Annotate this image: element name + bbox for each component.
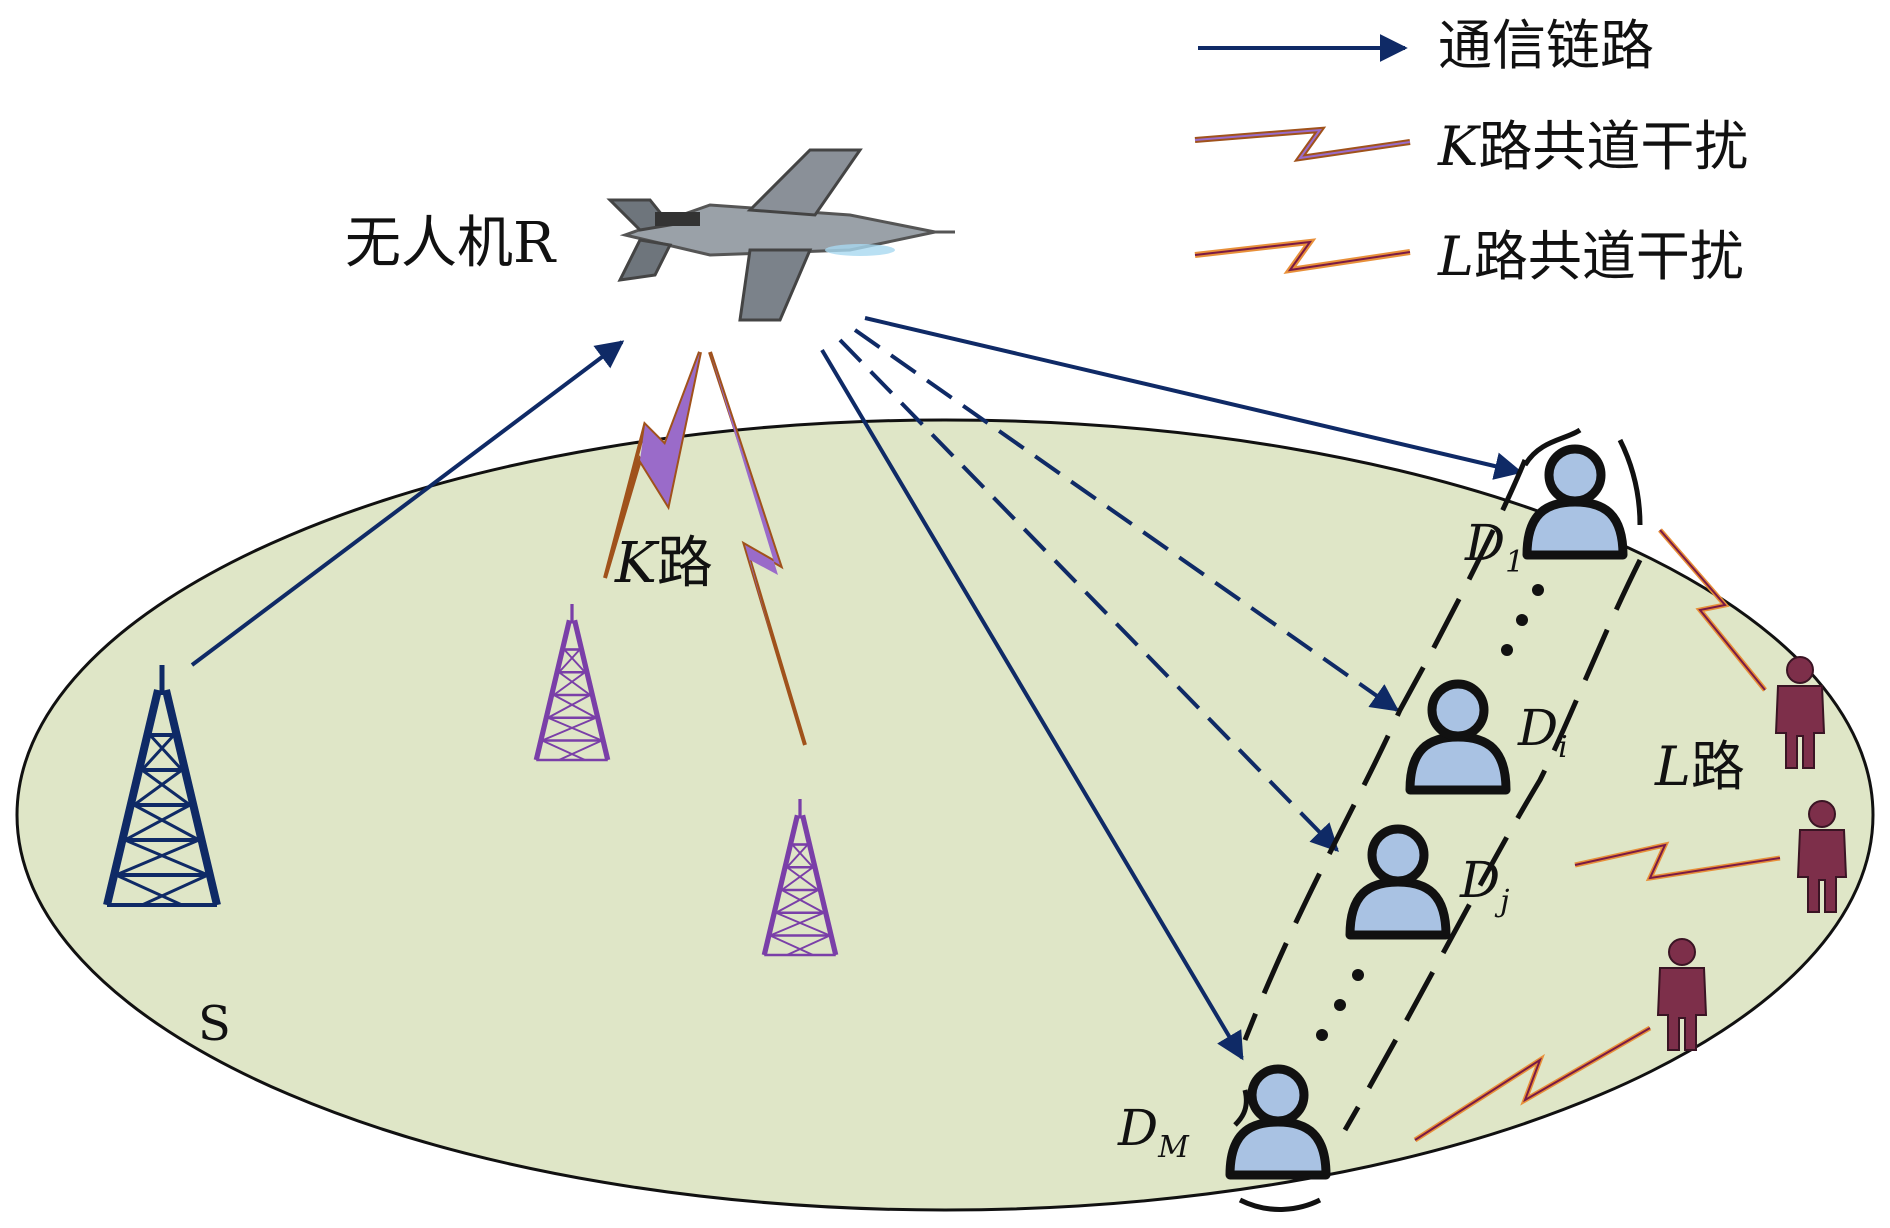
ellipsis-dots bbox=[1316, 584, 1544, 1041]
user-group-boundary bbox=[1342, 558, 1643, 1132]
user-d1-icon bbox=[1527, 449, 1623, 555]
uav-aircraft-icon bbox=[606, 148, 955, 322]
source-label: S bbox=[198, 996, 231, 1052]
user-dm-label: DM bbox=[1117, 1099, 1190, 1165]
user-group-boundary bbox=[1242, 459, 1528, 1041]
link-uav-to-di bbox=[853, 328, 1400, 712]
link-source-to-uav bbox=[190, 340, 625, 667]
legend: 通信链路 K路共道干扰 L路共道干扰 bbox=[1194, 14, 1748, 288]
legend-comm-link-label: 通信链路 bbox=[1438, 14, 1654, 77]
uav-label: 无人机R bbox=[345, 211, 557, 276]
user-di-label: Di bbox=[1517, 699, 1568, 765]
link-uav-to-dm bbox=[820, 348, 1244, 1061]
user-group-boundary bbox=[1233, 1089, 1249, 1127]
link-uav-to-dj bbox=[838, 338, 1339, 853]
k-path-label: K路 bbox=[614, 531, 713, 596]
l-path-label: L路 bbox=[1654, 735, 1745, 798]
user-group-boundary bbox=[1617, 438, 1643, 526]
user-group-boundary bbox=[1522, 427, 1582, 467]
link-uav-to-d1 bbox=[864, 316, 1523, 480]
user-d1-label: D1 bbox=[1464, 514, 1524, 580]
legend-k-label: K路共道干扰 bbox=[1437, 115, 1748, 178]
user-group-boundary bbox=[1238, 1197, 1322, 1212]
legend-l-label: L路共道干扰 bbox=[1437, 225, 1744, 288]
